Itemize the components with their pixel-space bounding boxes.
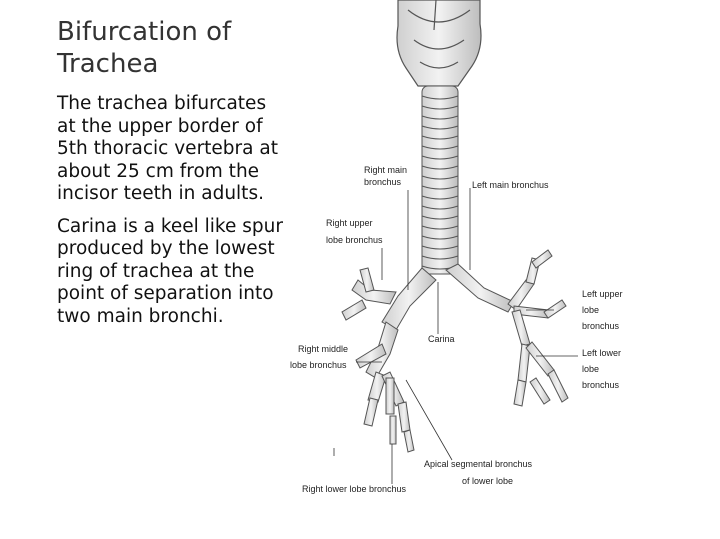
label-left-lower-3: bronchus — [582, 380, 620, 390]
label-left-upper-2: lobe — [582, 305, 599, 315]
label-apical-1: Apical segmental bronchus — [424, 459, 533, 469]
slide-title: Bifurcation of Trachea — [57, 17, 232, 79]
label-left-main: Left main bronchus — [472, 180, 549, 190]
paragraph-bifurcation: The trachea bifurcates at the upper bord… — [57, 93, 278, 204]
label-left-lower-2: lobe — [582, 364, 599, 374]
larynx — [396, 0, 482, 87]
right-bronchial-tree — [341, 267, 437, 453]
trachea — [421, 85, 459, 275]
label-right-upper-2: lobe bronchus — [326, 235, 383, 245]
label-left-upper-3: bronchus — [582, 321, 620, 331]
trachea-illustration: Right main bronchus Left main bronchus R… — [290, 0, 623, 494]
slide-body: The trachea bifurcates at the upper bord… — [57, 93, 289, 338]
label-apical-2: of lower lobe — [462, 476, 513, 486]
label-left-lower-1: Left lower — [582, 348, 621, 358]
left-bronchial-tree — [445, 249, 569, 407]
label-carina: Carina — [428, 334, 455, 344]
label-right-middle-2: lobe bronchus — [290, 360, 347, 370]
label-left-upper-1: Left upper — [582, 289, 623, 299]
label-right-main-2: bronchus — [364, 177, 402, 187]
diagram-labels: Right main bronchus Left main bronchus R… — [290, 165, 623, 494]
label-right-lower: Right lower lobe bronchus — [302, 484, 407, 494]
leader-lines — [333, 188, 578, 484]
trachea-diagram: Right main bronchus Left main bronchus R… — [286, 0, 720, 539]
label-right-upper-1: Right upper — [326, 218, 373, 228]
label-right-main-1: Right main — [364, 165, 407, 175]
paragraph-carina: Carina is a keel like spur produced by t… — [57, 215, 283, 327]
label-right-middle-1: Right middle — [298, 344, 348, 354]
